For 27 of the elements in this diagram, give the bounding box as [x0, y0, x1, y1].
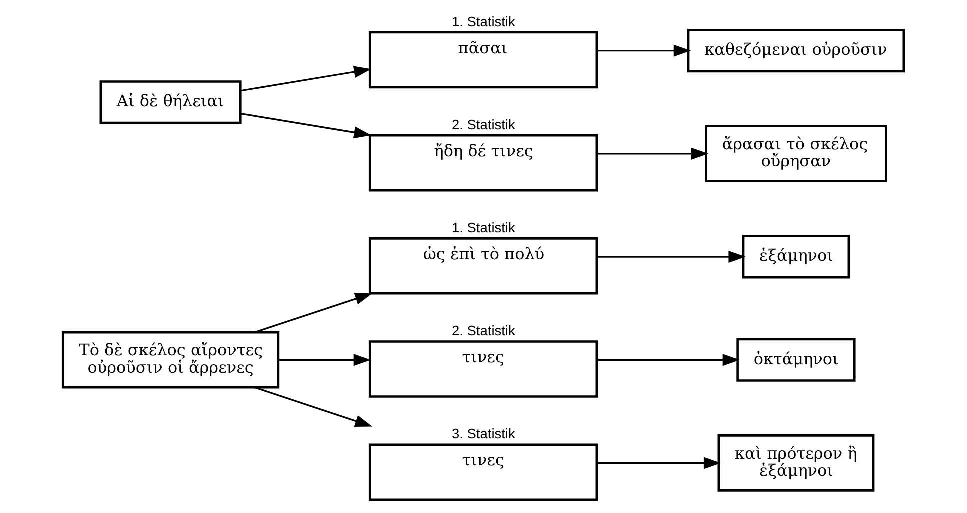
- node-label: 2. Statistik: [452, 323, 516, 338]
- node-box: καὶ πρότερον ἢ ἑξάμηνοι: [718, 434, 875, 492]
- node-box: τινες: [368, 443, 598, 500]
- arrow: [598, 250, 746, 263]
- arrow: [240, 66, 372, 92]
- arrow: [254, 292, 373, 333]
- node-box: ὀκτάμηνοι: [736, 338, 856, 382]
- node-label: 1. Statistik: [452, 14, 516, 29]
- arrow: [278, 354, 372, 366]
- node-label: 1. Statistik: [452, 220, 516, 235]
- node-box: Αἱ δὲ θήλειαι: [100, 80, 242, 124]
- node-box: τινες: [368, 340, 598, 398]
- node-box: ἤδη δέ τινες: [368, 134, 598, 192]
- arrow: [598, 44, 692, 56]
- node-label: 2. Statistik: [452, 116, 516, 132]
- node-label: 3. Statistik: [452, 426, 516, 442]
- node-box: ἑξάμηνοι: [742, 234, 850, 278]
- arrow: [254, 386, 373, 427]
- arrow: [598, 147, 709, 160]
- arrow: [598, 354, 740, 366]
- node-box: ἄρασαι τὸ σκέλος οὔρησαν: [705, 124, 888, 182]
- arrow: [598, 456, 722, 469]
- arrow: [240, 112, 372, 138]
- node-box: πᾶσαι: [368, 30, 598, 88]
- node-box: Τὸ δὲ σκέλος αἴροντες οὐροῦσιν οἱ ἄρρενες: [62, 330, 280, 388]
- node-box: ὡς ἐπὶ τὸ πολύ: [368, 237, 598, 294]
- node-box: καθεζόμεναι οὐροῦσιν: [687, 28, 906, 72]
